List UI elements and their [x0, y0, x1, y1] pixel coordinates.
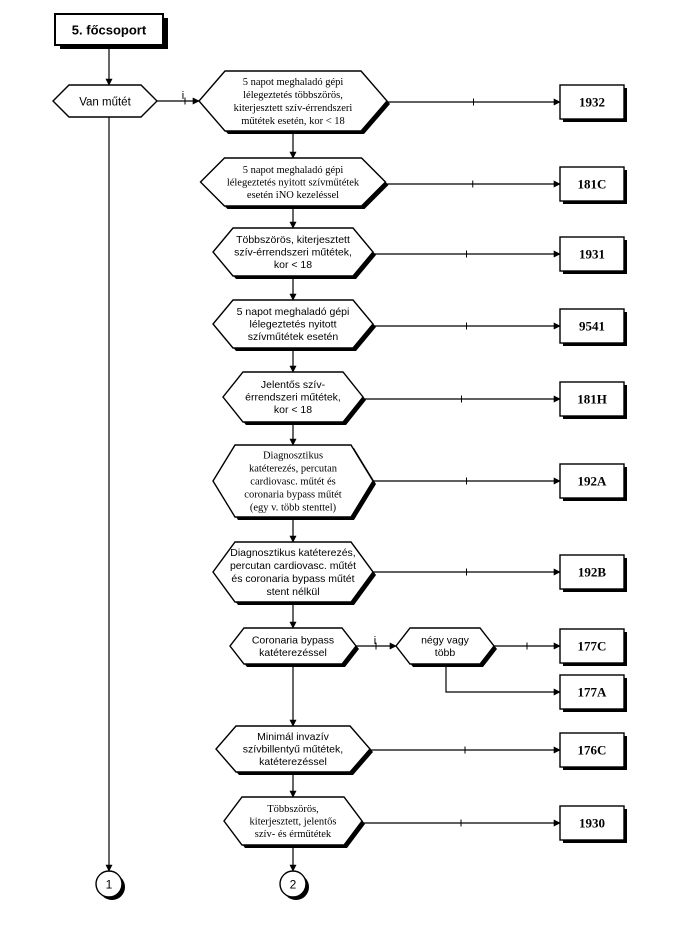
decision-7-line: stent nélkül [266, 586, 319, 598]
page-connector-2 [279, 870, 307, 898]
decision-7-line: Diagnosztikus katéterezés, [230, 547, 355, 559]
decision-6 [212, 444, 374, 518]
result-1932 [559, 84, 625, 120]
result-1932-label: 1932 [579, 95, 605, 110]
decision-5-line: Jelentős szív- [261, 379, 326, 391]
decision-9-line: katéterezéssel [259, 756, 327, 768]
header-box [54, 13, 164, 46]
decision-9-line: szívbillentyű műtétek, [243, 744, 343, 756]
result-181H-label: 181H [577, 392, 607, 407]
decision-2-line: esetén iNO kezeléssel [247, 190, 339, 201]
decision-3-line: kor < 18 [274, 259, 312, 271]
decision-10-line: szív- és érműtétek [255, 829, 332, 840]
branch-label: i [374, 635, 376, 647]
decision-8 [229, 627, 357, 665]
decision-5 [222, 371, 364, 423]
sub-decision-line: több [435, 647, 456, 659]
start-decision-label: Van műtét [79, 97, 131, 109]
result-1931-label: 1931 [579, 247, 605, 262]
decision-4 [212, 299, 374, 349]
result-176C [559, 732, 625, 768]
decision-6-line: cardiovasc. műtét és [250, 477, 335, 488]
result-176C-label: 176C [578, 743, 607, 758]
decision-7-line: percutan cardiovasc. műtét [230, 560, 356, 572]
decision-10 [223, 796, 363, 846]
decision-6-line: (egy v. több stenttel) [250, 503, 337, 514]
start-decision [52, 84, 158, 118]
result-177A-label: 177A [578, 685, 608, 700]
decision-3-line: szív-érrendszeri műtétek, [234, 247, 352, 259]
decision-1 [198, 70, 388, 132]
result-177A [559, 674, 625, 710]
decision-1-line: kiterjesztett szív-érrendszeri [234, 103, 353, 114]
decision-2-line: 5 napot meghaladó gépi [243, 165, 344, 176]
result-1931 [559, 236, 625, 272]
result-181H [559, 381, 625, 417]
decision-4-line: 5 napot meghaladó gépi [237, 306, 350, 318]
decision-5-line: kor < 18 [274, 404, 312, 416]
decision-1-line: műtétek esetén, kor < 18 [241, 116, 345, 127]
sub-decision-line: négy vagy [421, 634, 470, 646]
decision-9 [215, 725, 371, 773]
result-192A [559, 463, 625, 499]
decision-10-line: kiterjesztett, jelentős [250, 817, 337, 828]
result-177C-label: 177C [578, 639, 607, 654]
decision-7 [212, 541, 374, 603]
header-label: 5. főcsoport [72, 23, 147, 38]
line-sub-no [445, 664, 561, 696]
result-192B [559, 554, 625, 590]
result-192A-label: 192A [578, 474, 608, 489]
decision-8-line: Coronaria bypass [252, 634, 334, 646]
result-192B-label: 192B [578, 565, 607, 580]
result-9541 [559, 308, 625, 344]
result-1930-label: 1930 [579, 816, 605, 831]
decision-2-line: lélegeztetés nyitott szívműtétek [227, 178, 360, 189]
decision-8-line: katéterezéssel [259, 647, 327, 659]
result-1930 [559, 805, 625, 841]
decision-4-line: lélegeztetés nyitott [250, 319, 337, 331]
decision-1-line: lélegeztetés többszörös, [243, 90, 343, 101]
page-connector-1 [95, 870, 123, 898]
decision-1-line: 5 napot meghaladó gépi [243, 77, 344, 88]
sub-decision [395, 627, 495, 665]
decision-4-line: szívműtétek esetén [248, 331, 339, 343]
result-181C-label: 181C [578, 177, 607, 192]
page-connector-1-label: 1 [106, 878, 113, 892]
decision-6-line: coronaria bypass műtét [244, 490, 341, 501]
branch-label: i [182, 90, 184, 102]
result-177C [559, 628, 625, 664]
decision-6-line: katéterezés, percutan [249, 464, 338, 475]
result-9541-label: 9541 [579, 319, 605, 334]
decision-3 [212, 227, 374, 277]
decision-7-line: és coronaria bypass műtét [231, 573, 354, 585]
result-181C [559, 166, 625, 202]
page-connector-2-label: 2 [290, 878, 297, 892]
decision-9-line: Minimál invazív [257, 731, 330, 743]
decision-6-line: Diagnosztikus [263, 451, 323, 462]
decision-2 [199, 157, 387, 207]
decision-3-line: Többszörös, kiterjesztett [236, 234, 350, 246]
decision-5-line: érrendszeri műtétek, [245, 392, 341, 404]
decision-10-line: Többszörös, [267, 804, 319, 815]
